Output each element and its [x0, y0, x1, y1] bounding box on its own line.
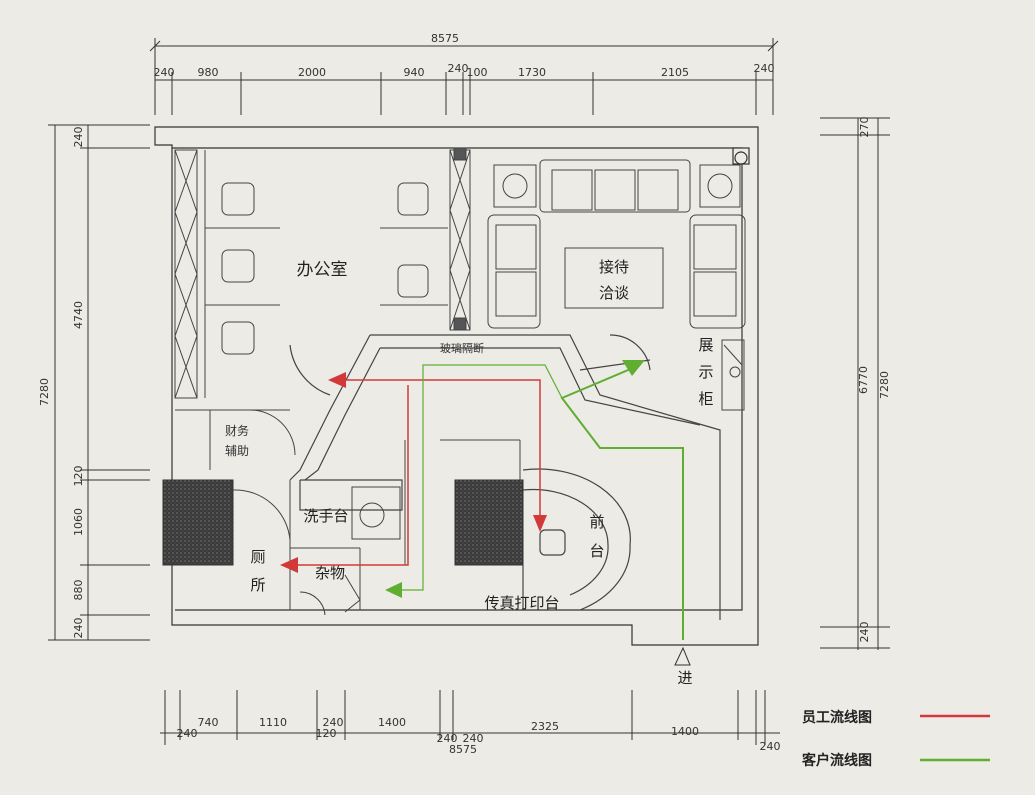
customer-arrow-storage: [385, 582, 402, 598]
dim-left-seg: 1060: [72, 508, 85, 536]
dim-right-bottom: 240: [858, 622, 871, 643]
room-finance-1: 财务: [225, 423, 249, 438]
dim-bottom-seg: 740: [198, 716, 219, 729]
dim-top-total: 8575: [431, 32, 459, 45]
entrance-marker: [674, 646, 691, 666]
reception-area: [487, 159, 746, 329]
dim-top-seg: 240: [448, 62, 469, 75]
room-reception-1: 接待: [599, 258, 629, 276]
display-cabinet: [721, 339, 745, 411]
dim-top-seg: 940: [404, 66, 425, 79]
dim-left-seg: 120: [72, 466, 85, 487]
dim-bottom-segments: 740 1110 240 1400 240 2325 1400 240 240 …: [177, 716, 781, 753]
dim-right-top: 270: [858, 117, 871, 138]
dim-left-total: 7280: [38, 378, 51, 406]
room-front-desk-1: 前: [589, 513, 604, 531]
room-front-desk-2: 台: [589, 542, 604, 560]
outer-walls: [154, 126, 759, 646]
dim-right-total: 7280: [878, 371, 891, 399]
room-office: 办公室: [297, 260, 348, 280]
toilet-area: [232, 439, 521, 616]
dim-left-labels: 7280 240 4740 120 1060 880 240: [38, 127, 85, 639]
dim-left-seg: 240: [72, 618, 85, 639]
dim-left-seg: 4740: [72, 301, 85, 329]
dim-bottom-small: 240: [177, 727, 198, 740]
dim-bottom-total: 8575: [449, 743, 477, 756]
room-display-3: 柜: [698, 390, 713, 408]
top-dimensions: [149, 38, 779, 115]
dim-left-seg: 240: [72, 127, 85, 148]
dim-right-labels: 6770 7280 270 240: [857, 117, 891, 643]
column-left: [162, 479, 234, 566]
office-area: [174, 147, 471, 399]
dim-top-seg: 980: [198, 66, 219, 79]
customer-flow-path: [395, 364, 684, 640]
entrance-label: 进: [677, 669, 692, 687]
dim-right-inner: 6770: [857, 366, 870, 394]
room-finance-2: 辅助: [225, 444, 249, 458]
right-dimensions: [820, 117, 890, 650]
room-storage: 杂物: [315, 564, 345, 582]
dim-top-seg: 1730: [518, 66, 546, 79]
left-dimensions: [48, 124, 150, 641]
room-toilet-2: 所: [250, 576, 265, 594]
dim-top-seg: 240: [154, 66, 175, 79]
room-reception-2: 洽谈: [599, 284, 629, 302]
room-washbasin: 洗手台: [303, 507, 348, 525]
staff-arrow-toilet: [280, 557, 298, 573]
finance-room: [175, 409, 296, 470]
dim-bottom-seg: 240: [323, 716, 344, 729]
dim-left-seg: 880: [72, 580, 85, 601]
room-toilet-1: 厕: [250, 548, 265, 566]
partition-label: 玻璃隔断: [440, 341, 484, 355]
dim-bottom-seg: 1400: [378, 716, 406, 729]
front-desk: [522, 468, 631, 611]
legend-customer-label: 客户流线图: [801, 752, 872, 769]
dim-bottom-small: 240: [437, 732, 458, 745]
customer-arrow-reception: [622, 360, 645, 376]
partition-walls: [289, 334, 721, 620]
dim-bottom-small: 120: [316, 727, 337, 740]
staff-arrow-frontdesk: [533, 515, 547, 532]
dim-bottom-seg: 1400: [671, 725, 699, 738]
legend: 员工流线图 客户流线图: [801, 709, 990, 769]
dim-bottom-seg: 240: [760, 740, 781, 753]
room-display-1: 展: [698, 336, 713, 354]
dim-top-seg: 100: [467, 66, 488, 79]
room-fax-printer: 传真打印台: [484, 594, 559, 612]
legend-staff-label: 员工流线图: [802, 709, 872, 726]
staff-arrow-office: [328, 372, 346, 388]
dim-top-segments: 240 980 2000 940 240 100 1730 2105 240: [154, 62, 775, 79]
room-display-2: 示: [698, 363, 713, 381]
bottom-dimensions: [160, 690, 780, 745]
staff-flow-path: [290, 379, 541, 566]
dim-top-seg: 240: [754, 62, 775, 75]
dim-bottom-seg: 2325: [531, 720, 559, 733]
dim-bottom-seg: 1110: [259, 716, 287, 729]
dim-top-seg: 2000: [298, 66, 326, 79]
dim-top-seg: 2105: [661, 66, 689, 79]
column-mid: [454, 479, 524, 566]
dim-bottom-seg: 240: [463, 732, 484, 745]
